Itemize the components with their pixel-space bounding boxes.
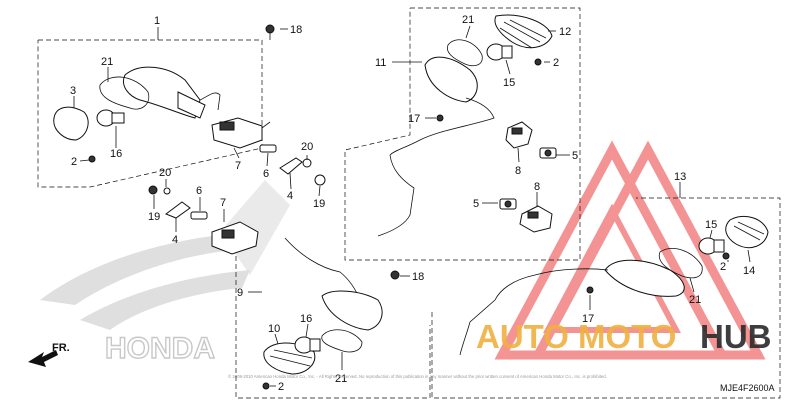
callout-21: 21 (689, 294, 701, 306)
part-2-screw-top (534, 58, 542, 66)
part-20-washer-upper (302, 158, 312, 168)
callout-18: 18 (290, 24, 302, 36)
callout-5: 5 (572, 150, 578, 162)
part-11-turn-signal-assy (377, 56, 495, 237)
callout-15: 15 (503, 77, 515, 89)
front-marker: FR. (52, 342, 70, 354)
callout-20: 20 (159, 167, 171, 179)
part-17-screw-top (436, 114, 444, 122)
part-2-screw (88, 155, 96, 163)
part-1-turn-signal-assy (123, 66, 221, 119)
callout-3: 3 (70, 85, 76, 97)
callout-4: 4 (172, 234, 178, 246)
part-6-bulb-upper (259, 144, 277, 153)
watermark-brand-hub: HUB (700, 318, 772, 355)
callout-18: 18 (412, 271, 424, 283)
callout-8: 8 (515, 165, 521, 177)
callout-13: 13 (674, 171, 686, 183)
part-14-lens-right (725, 216, 769, 248)
part-7-socket-upper (211, 117, 271, 149)
part-21-gasket (99, 76, 150, 110)
group-frames (37, 7, 781, 399)
part-13-turn-signal-assy (459, 259, 685, 356)
callout-21: 21 (462, 14, 474, 26)
part-2-screw-right (722, 252, 730, 260)
callout-21: 21 (335, 373, 347, 385)
part-16-bulb-bottom (294, 336, 321, 354)
callout-1: 1 (154, 15, 160, 27)
part-3-lens (53, 106, 89, 141)
part-5-bulb-top (539, 147, 557, 159)
callout-17: 17 (408, 113, 420, 125)
callout-12: 12 (559, 26, 571, 38)
callout-19: 19 (313, 198, 325, 210)
part-4-gasket-lower (164, 201, 191, 219)
callout-2: 2 (278, 381, 284, 393)
callout-16: 16 (110, 148, 122, 160)
callout-17: 17 (582, 313, 594, 325)
callout-2: 2 (71, 156, 77, 168)
watermark-brand: AUTO MOTO HUB (476, 318, 772, 355)
part-4-gasket-upper (279, 157, 303, 175)
callout-10: 10 (268, 323, 280, 335)
callout-7: 7 (220, 197, 226, 209)
callout-19: 19 (148, 211, 160, 223)
part-19-nut-upper (314, 174, 326, 186)
callout-6: 6 (263, 168, 269, 180)
part-21-gasket-right (658, 248, 703, 279)
part-21-gasket-bottom (321, 329, 363, 353)
part-18-screw-top (265, 24, 275, 40)
leader-lines (73, 25, 751, 387)
watermark-honda-wing (40, 180, 290, 330)
part-15-bulb-top (486, 43, 513, 61)
part-16-bulb (96, 109, 125, 127)
part-5-bulb-mid (499, 198, 517, 210)
part-2-screw-bottom (262, 382, 270, 390)
part-21-gasket-top (446, 39, 483, 67)
part-7-socket-lower (211, 221, 259, 255)
callout-11: 11 (375, 57, 386, 69)
part-8-socket-top (505, 121, 533, 149)
part-15-bulb-right (698, 237, 725, 255)
part-17-screw-right (586, 286, 594, 294)
watermark-brand-auto: AUTO (476, 318, 569, 355)
part-8-socket-mid (519, 205, 553, 233)
callout-20: 20 (301, 141, 313, 153)
callout-9: 9 (237, 287, 243, 299)
part-19-nut-lower (148, 185, 158, 195)
callout-7: 7 (235, 160, 241, 172)
watermark-honda-text: HONDA (105, 332, 215, 365)
callout-14: 14 (743, 265, 755, 277)
callout-4: 4 (287, 190, 293, 202)
callout-16: 16 (300, 313, 312, 325)
callout-2: 2 (553, 57, 559, 69)
part-9-turn-signal-assy (284, 237, 383, 331)
callout-15: 15 (705, 219, 717, 231)
callout-labels: 1 18 21 3 16 2 7 6 20 4 19 20 19 6 7 4 2… (70, 14, 755, 393)
part-12-lens-top (494, 14, 553, 49)
part-20-washer-lower (163, 187, 171, 195)
part-18-screw-mid (390, 270, 400, 280)
callout-5: 5 (473, 198, 479, 210)
callout-21: 21 (101, 56, 113, 68)
diagram-code: MJE4F2600A (720, 383, 775, 393)
callout-6: 6 (196, 185, 202, 197)
copyright-text: © 2009-2010 American Honda Motor Co., In… (228, 374, 607, 379)
watermark-brand-moto: MOTO (578, 318, 676, 355)
front-arrow-icon (28, 350, 58, 367)
callout-2: 2 (720, 261, 726, 273)
part-6-bulb-lower (190, 211, 208, 220)
callout-8: 8 (534, 181, 540, 193)
